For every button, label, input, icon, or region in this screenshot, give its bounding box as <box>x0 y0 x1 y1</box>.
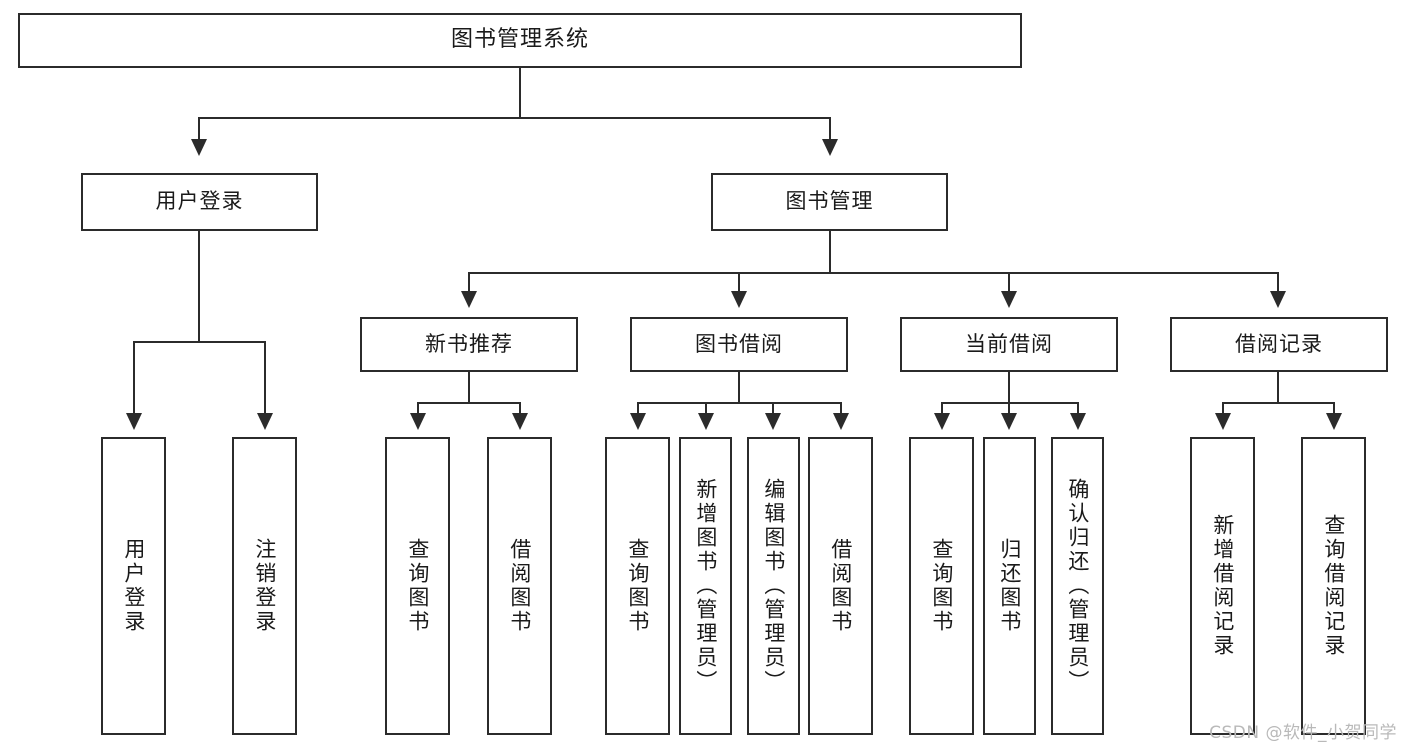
arrow-to-leaf-add-book <box>698 413 714 430</box>
connector-book-borrow-split-bar <box>637 402 842 404</box>
arrow-to-leaf-return-book <box>1001 413 1017 430</box>
connector-book-management-split-bar <box>468 272 1279 274</box>
node-label: 查询图书 <box>625 538 650 634</box>
node-book-borrow[interactable]: 图书借阅 <box>630 317 848 372</box>
connector-new-book-stem <box>468 372 470 403</box>
connector-bb-drop-4 <box>840 402 842 414</box>
node-label: 用户登录 <box>155 189 244 214</box>
connector-user-login-stem <box>198 231 200 342</box>
node-label: 新增借阅记录 <box>1210 514 1235 658</box>
connector-bm-drop-3 <box>1008 272 1010 292</box>
leaf-query-book-recommend[interactable]: 查询图书 <box>385 437 450 735</box>
arrow-to-leaf-confirm-return <box>1070 413 1086 430</box>
arrow-to-leaf-add-borrow-record <box>1215 413 1231 430</box>
leaf-return-book[interactable]: 归还图书 <box>983 437 1036 735</box>
leaf-borrow-book-recommend[interactable]: 借阅图书 <box>487 437 552 735</box>
arrow-to-leaf-logout <box>257 413 273 430</box>
arrow-to-leaf-query-book-2 <box>630 413 646 430</box>
arrow-to-book-borrow <box>731 291 747 308</box>
node-book-management[interactable]: 图书管理 <box>711 173 948 231</box>
connector-borrow-record-stem <box>1277 372 1279 403</box>
connector-new-book-split-bar <box>417 402 521 404</box>
connector-bb-drop-2 <box>705 402 707 414</box>
leaf-edit-book-admin[interactable]: 编辑图书（管理员） <box>747 437 800 735</box>
node-label: 图书借阅 <box>695 331 783 356</box>
node-label: 新书推荐 <box>425 331 513 356</box>
connector-root-drop-left <box>198 117 200 140</box>
arrow-to-leaf-query-borrow-record <box>1326 413 1342 430</box>
leaf-add-borrow-record[interactable]: 新增借阅记录 <box>1190 437 1255 735</box>
connector-new-book-drop-2 <box>519 402 521 414</box>
connector-new-book-drop-1 <box>417 402 419 414</box>
arrow-to-leaf-borrow-book-2 <box>833 413 849 430</box>
node-label: 注销登录 <box>252 538 277 634</box>
arrow-to-new-book-recommend <box>461 291 477 308</box>
node-label: 编辑图书（管理员） <box>761 478 786 694</box>
connector-bm-drop-2 <box>738 272 740 292</box>
arrow-to-leaf-borrow-book-1 <box>512 413 528 430</box>
arrow-to-leaf-query-book-3 <box>934 413 950 430</box>
node-root-book-management-system[interactable]: 图书管理系统 <box>18 13 1022 68</box>
node-label: 确认归还（管理员） <box>1065 478 1090 694</box>
node-borrow-record[interactable]: 借阅记录 <box>1170 317 1388 372</box>
node-label: 归还图书 <box>997 538 1022 634</box>
arrow-to-borrow-record <box>1270 291 1286 308</box>
arrow-to-book-management <box>822 139 838 156</box>
node-label: 借阅图书 <box>828 538 853 634</box>
node-label: 新增图书（管理员） <box>693 478 718 694</box>
node-label: 借阅记录 <box>1235 331 1323 356</box>
connector-current-borrow-stem <box>1008 372 1010 403</box>
node-label: 图书管理 <box>785 189 874 214</box>
node-label: 用户登录 <box>121 538 146 634</box>
connector-cb-drop-2 <box>1008 402 1010 414</box>
leaf-logout[interactable]: 注销登录 <box>232 437 297 735</box>
node-current-borrow[interactable]: 当前借阅 <box>900 317 1118 372</box>
arrow-to-current-borrow <box>1001 291 1017 308</box>
connector-root-stem <box>519 68 521 118</box>
arrow-to-leaf-edit-book <box>765 413 781 430</box>
node-label: 当前借阅 <box>965 331 1053 356</box>
connector-book-management-stem <box>829 231 831 273</box>
connector-root-split-bar <box>198 117 830 119</box>
connector-borrow-record-split-bar <box>1222 402 1335 404</box>
connector-user-login-drop-1 <box>133 341 135 414</box>
leaf-user-login[interactable]: 用户登录 <box>101 437 166 735</box>
leaf-confirm-return-admin[interactable]: 确认归还（管理员） <box>1051 437 1104 735</box>
arrow-to-leaf-query-book-1 <box>410 413 426 430</box>
leaf-add-book-admin[interactable]: 新增图书（管理员） <box>679 437 732 735</box>
arrow-to-leaf-user-login <box>126 413 142 430</box>
node-label: 查询借阅记录 <box>1321 514 1346 658</box>
node-label: 图书管理系统 <box>450 27 589 53</box>
node-user-login[interactable]: 用户登录 <box>81 173 318 231</box>
node-label: 查询图书 <box>405 538 430 634</box>
connector-root-drop-right <box>829 117 831 140</box>
node-new-book-recommend[interactable]: 新书推荐 <box>360 317 578 372</box>
connector-bb-drop-3 <box>772 402 774 414</box>
node-label: 查询图书 <box>929 538 954 634</box>
node-label: 借阅图书 <box>507 538 532 634</box>
arrow-to-user-login <box>191 139 207 156</box>
connector-bm-drop-1 <box>468 272 470 292</box>
connector-br-drop-2 <box>1333 402 1335 414</box>
connector-br-drop-1 <box>1222 402 1224 414</box>
connector-bb-drop-1 <box>637 402 639 414</box>
leaf-query-borrow-record[interactable]: 查询借阅记录 <box>1301 437 1366 735</box>
connector-current-borrow-split-bar <box>941 402 1079 404</box>
connector-cb-drop-3 <box>1077 402 1079 414</box>
connector-cb-drop-1 <box>941 402 943 414</box>
leaf-query-book-borrow[interactable]: 查询图书 <box>605 437 670 735</box>
connector-book-borrow-stem <box>738 372 740 403</box>
connector-user-login-drop-2 <box>264 341 266 414</box>
leaf-query-book-current[interactable]: 查询图书 <box>909 437 974 735</box>
leaf-borrow-book-borrow[interactable]: 借阅图书 <box>808 437 873 735</box>
connector-bm-drop-4 <box>1277 272 1279 292</box>
connector-user-login-split-bar <box>133 341 265 343</box>
